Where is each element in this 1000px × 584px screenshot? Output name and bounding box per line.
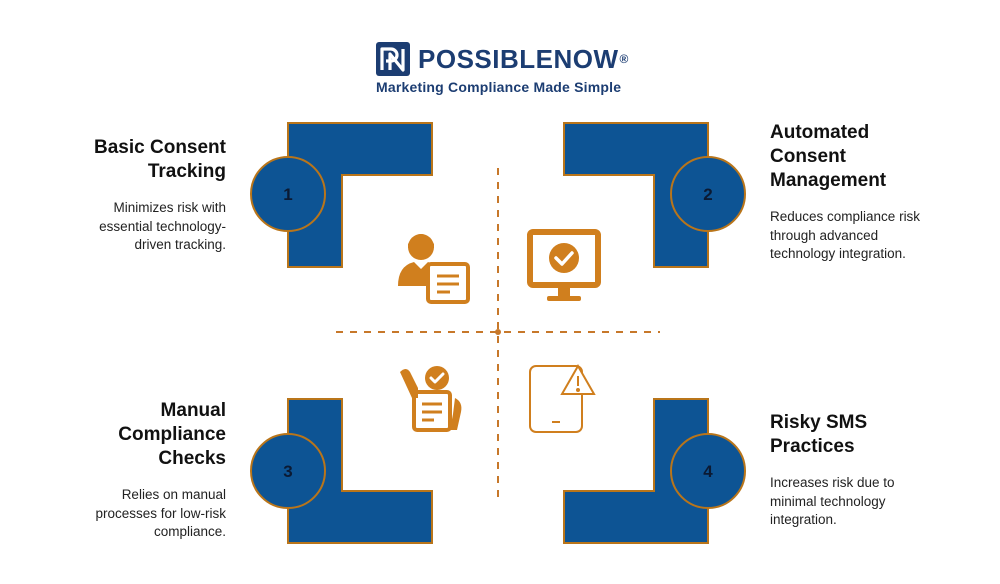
quadrant-2-title: Automated Consent Management (770, 122, 887, 191)
quadrant-3-badge (250, 433, 326, 509)
hand-checklist-icon (400, 366, 462, 432)
quadrant-4-title: Risky SMS Practices (770, 412, 868, 457)
quadrant-2-number: 2 (703, 185, 712, 204)
quadrant-3-shape (287, 398, 433, 544)
quadrant-2-badge (670, 156, 746, 232)
quadrant-3-title: Manual Compliance Checks (118, 400, 226, 469)
monitor-check-icon (527, 229, 601, 301)
quadrant-1-title: Basic Consent Tracking (94, 137, 226, 182)
brand-logo: POSSIBLENOW® (376, 42, 629, 76)
quadrant-4-badge (670, 433, 746, 509)
quadrant-2-description: Reduces compliance risk through advanced… (770, 209, 921, 261)
center-dot (495, 329, 501, 335)
brand-tagline: Marketing Compliance Made Simple (376, 79, 622, 95)
quadrant-4-shape (563, 398, 709, 544)
quadrant-1-number: 1 (283, 185, 292, 204)
quadrant-3-description: Relies on manual processes for low-risk … (95, 487, 226, 539)
quadrant-1-description: Minimizes risk with essential technology… (99, 200, 226, 252)
quadrant-4-number: 4 (703, 462, 713, 481)
quadrant-4-description: Increases risk due to minimal technology… (770, 475, 895, 527)
registered-mark: ® (619, 52, 629, 66)
phone-warning-icon (529, 363, 596, 433)
quadrant-1-shape (287, 122, 433, 268)
quadrant-3-number: 3 (283, 462, 292, 481)
quadrant-1-badge (250, 156, 326, 232)
brand-name: POSSIBLENOW® (418, 44, 629, 74)
person-document-icon (398, 234, 470, 304)
quadrant-2-shape (563, 122, 709, 268)
brand-mark-icon (376, 42, 410, 76)
